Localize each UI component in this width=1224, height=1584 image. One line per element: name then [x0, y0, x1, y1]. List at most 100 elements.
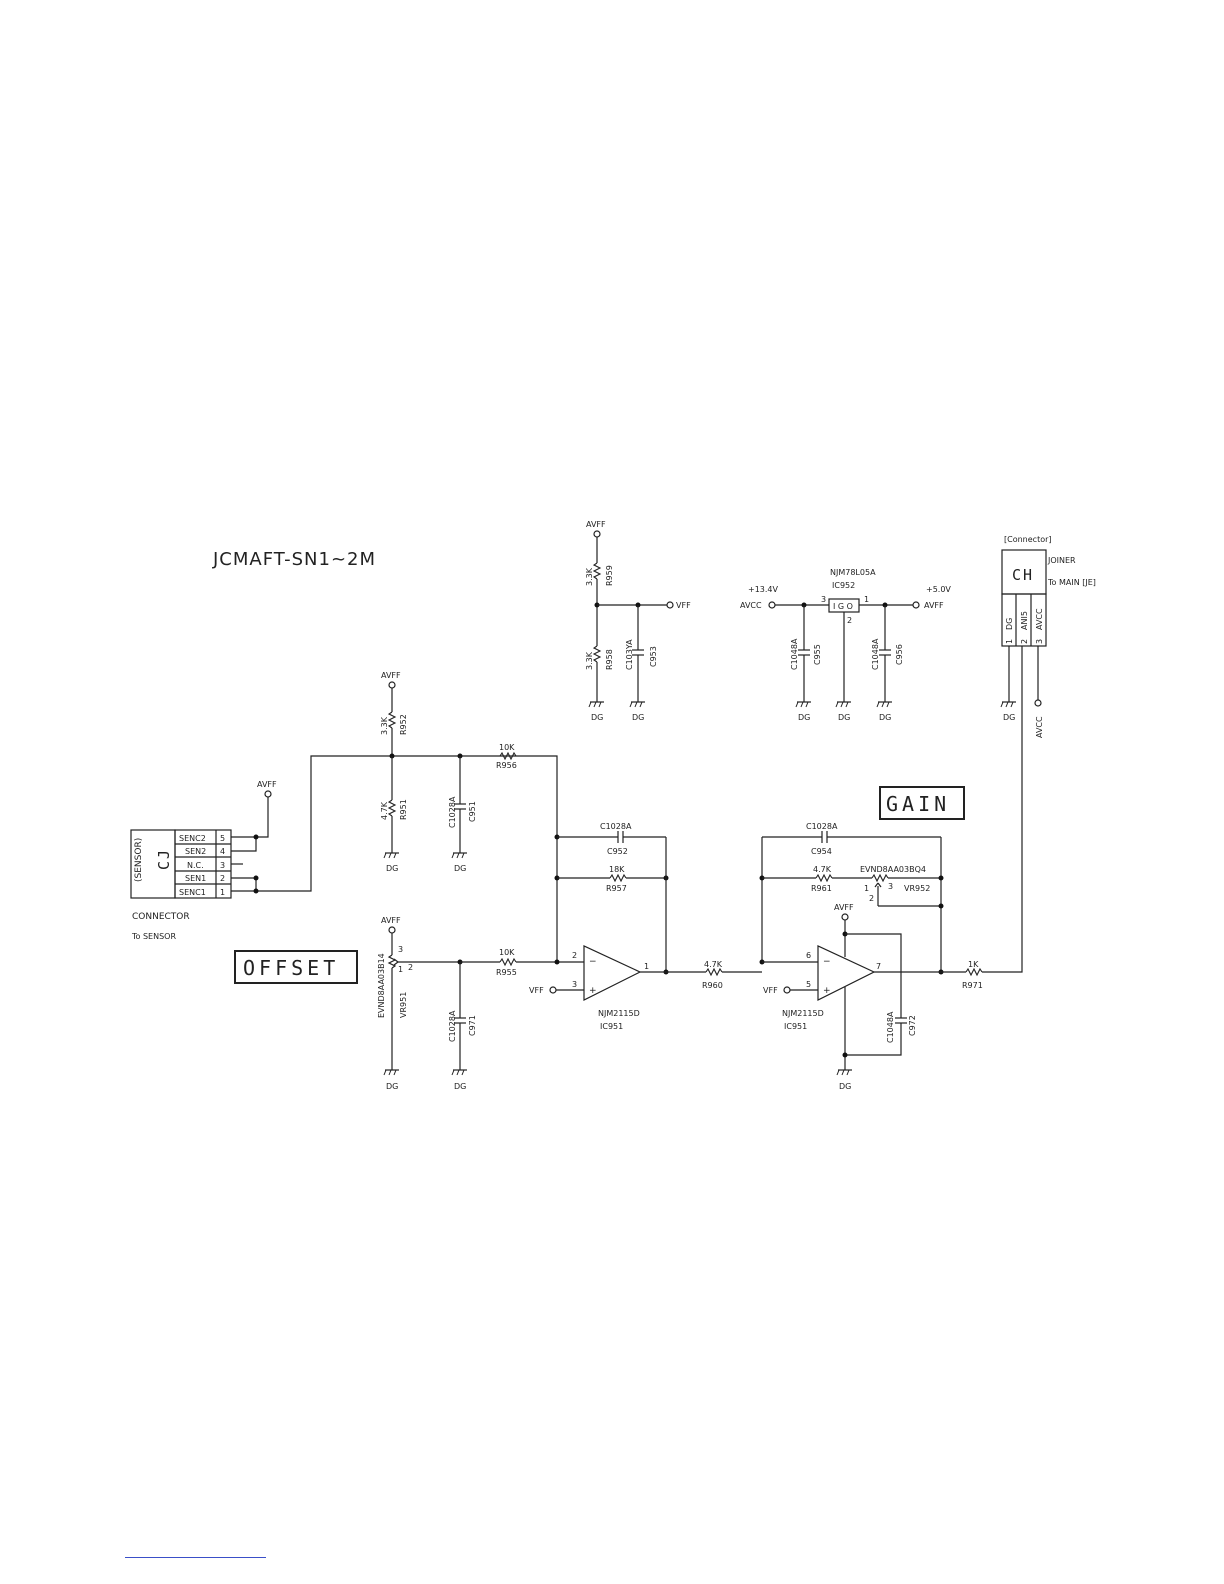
c952-value: C1028A	[600, 822, 632, 831]
avff-label-r952: AVFF	[381, 671, 401, 680]
r971-value: 1K	[968, 960, 979, 969]
r952-value: 3.3K	[380, 716, 389, 735]
vr951-pin2: 2	[408, 963, 413, 972]
r958-ref: R958	[605, 649, 614, 670]
dg-c956: DG	[879, 713, 891, 722]
dg-r951: DG	[386, 864, 398, 873]
vff-op1: VFF	[529, 986, 544, 995]
pin-4-num: 4	[220, 847, 225, 856]
r961-ref: R961	[811, 884, 832, 893]
c955-ref: C955	[813, 644, 822, 665]
dg-r958: DG	[591, 713, 603, 722]
reg-pin2: 2	[847, 616, 852, 625]
c955-value: C1048A	[790, 638, 799, 670]
ic951b-value: NJM2115D	[782, 1009, 824, 1018]
ch-pin-avcc: AVCC	[1035, 608, 1044, 630]
offset-label: OFFSET	[243, 956, 339, 980]
r956-value: 10K	[499, 743, 515, 752]
vff-out: VFF	[676, 601, 691, 610]
main-connector-ch: [Connector] CH 1 DG 2 ANI5 3 AVCC JOINER…	[1001, 535, 1096, 647]
dg-c953: DG	[632, 713, 644, 722]
pin-1-num: 1	[220, 888, 225, 897]
avff-terminal	[264, 790, 272, 798]
avcc-ch-label: AVCC	[1035, 716, 1044, 738]
vr952-pin1: 1	[864, 884, 869, 893]
dg-c971: DG	[454, 1082, 466, 1091]
r960-value: 4.7K	[704, 960, 723, 969]
c956-ref: C956	[895, 644, 904, 665]
ch-header: [Connector]	[1004, 535, 1052, 544]
reg-pin1: 1	[864, 595, 869, 604]
avff-label-r959: AVFF	[586, 520, 606, 529]
r961-value: 4.7K	[813, 865, 832, 874]
r960-ref: R960	[702, 981, 723, 990]
c953-value: C103YA	[625, 639, 634, 670]
c954-value: C1028A	[806, 822, 838, 831]
pin-senc1: SENC1	[179, 888, 206, 897]
cj-label: CJ	[155, 848, 173, 870]
avff-label-cj: AVFF	[257, 780, 277, 789]
pin-2-num: 2	[220, 874, 225, 883]
sensor-connector-cj: CJ (SENSOR) SENC2 5 SEN2 4 N.C. 3 SEN1 2…	[130, 829, 232, 941]
ic952-value: NJM78L05A	[830, 568, 876, 577]
op1-plus: +	[589, 986, 597, 996]
vff-op2: VFF	[763, 986, 778, 995]
op2-minus: −	[823, 957, 831, 967]
dg-ch: DG	[1003, 713, 1015, 722]
r957-value: 18K	[609, 865, 625, 874]
c952-ref: C952	[607, 847, 628, 856]
reg-pin3: 3	[821, 595, 826, 604]
ic951a-value: NJM2115D	[598, 1009, 640, 1018]
r959-value: 3.3K	[585, 567, 594, 586]
c972-ref: C972	[908, 1015, 917, 1036]
op1-pin3: 3	[572, 980, 577, 989]
op-amp-ic951-a: − +	[583, 945, 642, 1001]
diagram-title: JCMAFT-SN1~2M	[212, 549, 376, 570]
pin-senc2: SENC2	[179, 834, 206, 843]
op2-plus: +	[823, 986, 831, 996]
pin-5-num: 5	[220, 834, 225, 843]
ch-pin-ani5: ANI5	[1020, 611, 1029, 630]
r971-ref: R971	[962, 981, 983, 990]
r951-ref: R951	[399, 799, 408, 820]
r952-ref: R952	[399, 714, 408, 735]
footer-link[interactable]	[125, 1557, 266, 1558]
dg-op2: DG	[839, 1082, 851, 1091]
ch-pin1-num: 1	[1005, 639, 1014, 644]
c956-value: C1048A	[871, 638, 880, 670]
ic951b-ref: IC951	[784, 1022, 807, 1031]
r958-value: 3.3K	[585, 651, 594, 670]
ic952-ref: IC952	[832, 581, 855, 590]
ch-to-main: To MAIN [JE]	[1047, 578, 1096, 587]
connector-caption: CONNECTOR	[132, 912, 190, 922]
vr952-value: EVND8AA03BQ4	[860, 865, 926, 874]
v134-label: +13.4V	[748, 585, 779, 594]
c951-ref: C951	[468, 801, 477, 822]
op-amp-ic951-b: − +	[817, 945, 876, 1001]
ch-label: CH	[1012, 566, 1034, 584]
dg-vr951: DG	[386, 1082, 398, 1091]
c971-value: C1028A	[448, 1010, 457, 1042]
avff-out-label: AVFF	[924, 601, 944, 610]
r956-ref: R956	[496, 761, 517, 770]
r959-ref: R959	[605, 565, 614, 586]
op1-minus: −	[589, 957, 597, 967]
vr952-pin3: 3	[888, 882, 893, 891]
pin-sen2: SEN2	[185, 847, 206, 856]
op1-pin1: 1	[644, 962, 649, 971]
ch-pin-dg: DG	[1005, 618, 1014, 630]
op2-pin6: 6	[806, 951, 811, 960]
pin-nc: N.C.	[187, 861, 204, 870]
vr951-pin1: 1	[398, 965, 403, 974]
r957-ref: R957	[606, 884, 627, 893]
op2-pin5: 5	[806, 980, 811, 989]
ch-pin2-num: 2	[1020, 639, 1029, 644]
c972-value: C1048A	[886, 1011, 895, 1043]
c954-ref: C954	[811, 847, 832, 856]
r955-value: 10K	[499, 948, 515, 957]
dg-c955: DG	[798, 713, 810, 722]
dg-reg: DG	[838, 713, 850, 722]
op1-pin2: 2	[572, 951, 577, 960]
gain-label: GAIN	[886, 792, 950, 816]
vr951-pin3: 3	[398, 945, 403, 954]
